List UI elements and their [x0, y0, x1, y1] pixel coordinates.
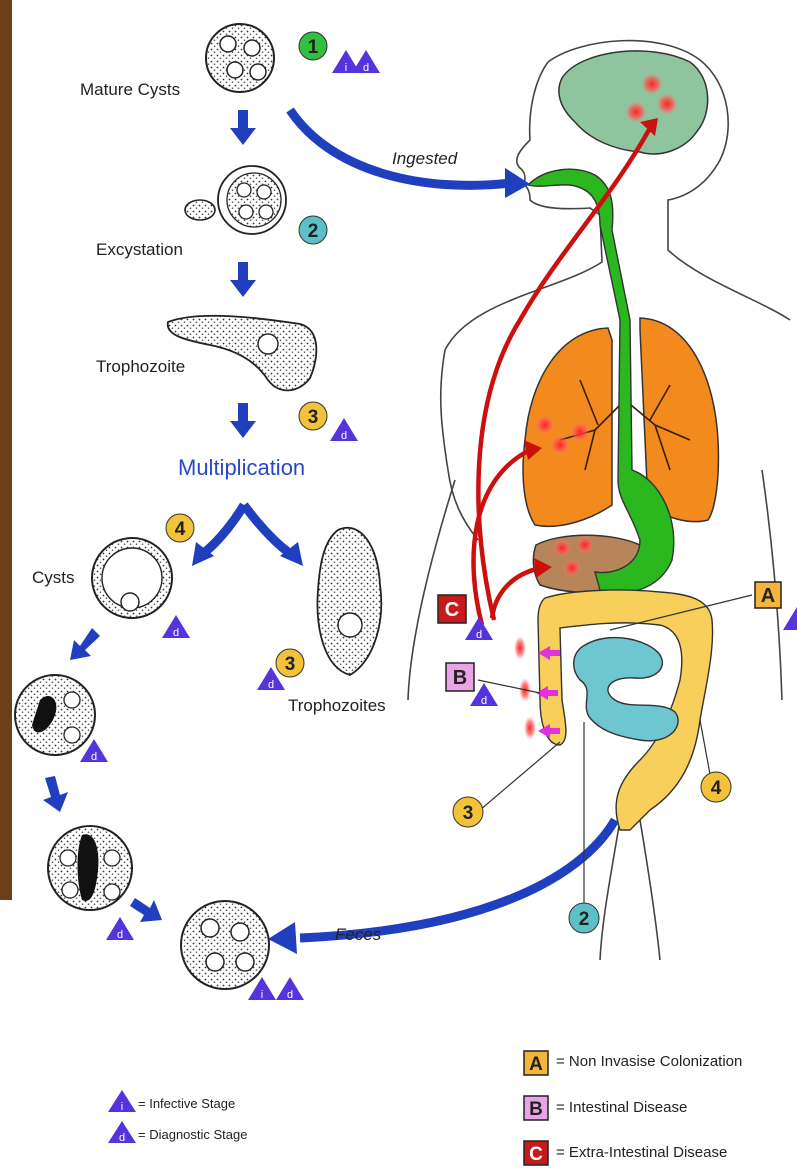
badge-3-trophozoite: 3 [299, 402, 327, 430]
svg-text:d: d [287, 989, 293, 1001]
legend-a-text: = Non Invasise Colonization [556, 1053, 742, 1070]
multiplication-arrow-right [244, 505, 288, 552]
label-mature-cysts: Mature Cysts [80, 80, 180, 100]
svg-text:B: B [529, 1099, 543, 1120]
badge-1: 1 [299, 32, 327, 60]
svg-text:2: 2 [579, 909, 590, 930]
svg-text:3: 3 [308, 407, 319, 428]
mature-cyst-top [206, 24, 274, 92]
svg-text:d: d [117, 929, 123, 941]
legend-infective-symbol: i [108, 1090, 136, 1113]
diagnostic-symbol: d [352, 50, 380, 74]
trophozoite-nucleus [258, 334, 278, 354]
infection-spot [550, 435, 570, 455]
mature-cyst-bottom [181, 901, 269, 989]
infection-spot [570, 422, 590, 442]
diagnostic-symbol: d [330, 418, 358, 442]
svg-text:4: 4 [175, 519, 186, 540]
ingested-arrow [290, 110, 520, 185]
svg-text:d: d [476, 629, 482, 641]
label-trophozoites: Trophozoites [288, 696, 386, 716]
box-a: A [755, 582, 781, 608]
label-feces: Feces [335, 925, 381, 945]
diagnostic-symbol: d [162, 615, 190, 639]
legend-box-a: A [524, 1051, 548, 1075]
infection-spot [625, 101, 647, 123]
small-intestine [574, 638, 678, 741]
svg-text:d: d [173, 627, 179, 639]
svg-text:2: 2 [308, 221, 319, 242]
box-c: C [438, 595, 466, 623]
svg-text:d: d [481, 695, 487, 707]
legend-box-b: B [524, 1096, 548, 1120]
svg-text:4: 4 [711, 778, 722, 799]
svg-text:d: d [363, 62, 369, 74]
svg-text:A: A [529, 1054, 543, 1075]
feces-arrow [300, 820, 615, 938]
left-edge-strip [0, 0, 12, 900]
infection-spot [535, 415, 555, 435]
red-arrow-liver [492, 568, 540, 618]
ingested-arrow-head [505, 168, 530, 198]
svg-text:C: C [445, 599, 459, 621]
multiplication-arrow-left [205, 505, 244, 552]
svg-text:i: i [121, 1101, 123, 1113]
ulcer-spot [514, 636, 526, 660]
svg-text:d: d [268, 679, 274, 691]
legend-c-text: = Extra-Intestinal Disease [556, 1144, 727, 1161]
svg-text:3: 3 [463, 803, 474, 824]
svg-text:B: B [453, 667, 467, 689]
diagnostic-symbol: d [465, 617, 493, 641]
infection-spot [576, 536, 594, 554]
svg-text:i: i [261, 989, 263, 1001]
svg-text:d: d [119, 1132, 125, 1144]
cyst-chromatoid-1 [15, 675, 95, 755]
badge-3-trophozoites: 3 [276, 649, 304, 677]
svg-text:d: d [91, 751, 97, 763]
cyst-chromatoid-2 [48, 826, 132, 910]
diagnostic-symbol [783, 607, 797, 630]
svg-text:A: A [761, 585, 775, 607]
svg-text:d: d [341, 430, 347, 442]
legend-infective-text: = Infective Stage [138, 1096, 235, 1111]
trophozoites-nucleus [338, 613, 362, 637]
legend-diagnostic-text: = Diagnostic Stage [138, 1127, 247, 1142]
badge-2: 2 [299, 216, 327, 244]
label-cysts: Cysts [32, 568, 75, 588]
legend-box-c: C [524, 1141, 548, 1165]
badge-4-cysts: 4 [166, 514, 194, 542]
legend-b-text: = Intestinal Disease [556, 1099, 687, 1116]
label-ingested: Ingested [392, 149, 457, 169]
label-trophozoite: Trophozoite [96, 357, 185, 377]
trophozoite-organism [168, 316, 317, 391]
box-b: B [446, 663, 474, 691]
label-multiplication: Multiplication [178, 455, 305, 481]
svg-text:C: C [529, 1144, 543, 1165]
badge-3-body: 3 [453, 797, 483, 827]
svg-text:3: 3 [285, 654, 296, 675]
infection-spot [563, 559, 581, 577]
feces-arrow-head [268, 922, 297, 954]
badge-4-body: 4 [701, 772, 731, 802]
excystation-organism [185, 166, 286, 234]
label-excystation: Excystation [96, 240, 183, 260]
diagnostic-symbol: d [106, 917, 134, 941]
svg-text:1: 1 [308, 37, 319, 58]
legend-diagnostic-symbol: d [108, 1121, 136, 1144]
cycle-arrows [43, 110, 256, 922]
infection-spot [553, 539, 571, 557]
ulcer-spot [524, 716, 536, 740]
diagnostic-symbol: d [276, 977, 304, 1001]
trophozoites-organism [317, 528, 381, 675]
immature-cyst [92, 538, 172, 618]
infection-spot [656, 93, 678, 115]
infection-spot [641, 73, 663, 95]
svg-text:i: i [345, 62, 347, 74]
badge-2-body: 2 [569, 903, 599, 933]
